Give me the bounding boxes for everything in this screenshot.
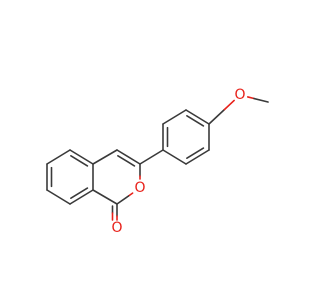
bond-11 — [116, 149, 141, 165]
bond-33 — [223, 99, 235, 111]
bond-34 — [246, 96, 255, 100]
methoxy-oxygen-label: O — [234, 87, 245, 103]
molecule-drawing: O O O — [46, 87, 269, 236]
bond-15 — [127, 192, 134, 197]
bond-1 — [69, 149, 94, 165]
bond-layer — [46, 96, 269, 221]
bond-35 — [253, 97, 269, 103]
bond-25 — [162, 109, 187, 125]
bond-16 — [116, 195, 130, 205]
bond-2 — [70, 155, 89, 167]
bond-31 — [162, 149, 187, 165]
bond-3 — [46, 149, 71, 165]
bond-17 — [92, 189, 118, 205]
bond-30 — [186, 147, 205, 159]
bond-10 — [92, 149, 118, 165]
bond-27 — [186, 115, 205, 127]
bond-6 — [46, 189, 71, 205]
bond-29 — [185, 149, 210, 165]
bond-32 — [208, 108, 226, 125]
bond-22 — [139, 149, 164, 165]
carbonyl-oxygen-label: O — [111, 220, 122, 236]
bond-12 — [117, 155, 136, 167]
atom-label-layer: O O O — [111, 87, 245, 236]
bond-7 — [69, 189, 94, 205]
ring-oxygen-label: O — [134, 180, 145, 196]
bond-8 — [70, 187, 89, 199]
bond-26 — [185, 109, 210, 125]
structure-canvas: O O O — [46, 87, 269, 236]
